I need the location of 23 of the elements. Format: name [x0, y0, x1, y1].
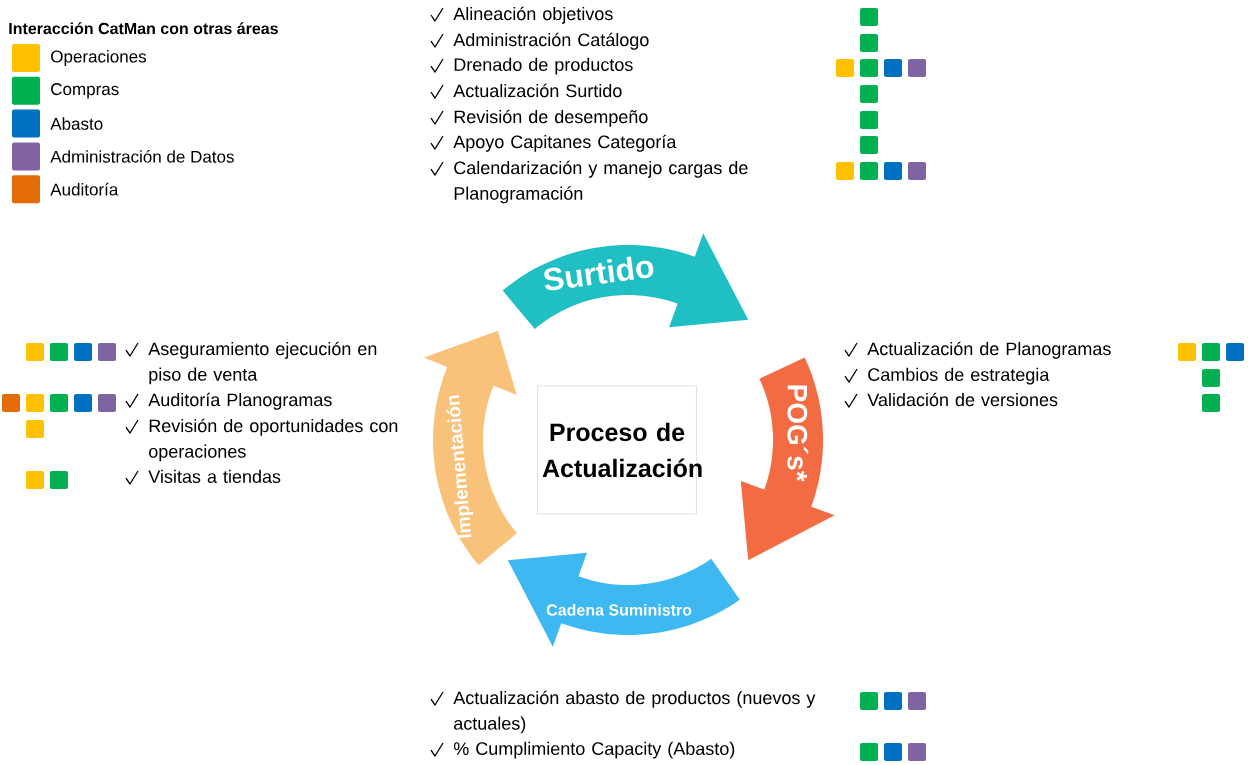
center-box: Proceso de Actualización — [537, 385, 702, 515]
list-item: % Cumplimiento Capacity (Abasto) — [453, 741, 735, 759]
list-item: Alineación objetivos — [453, 6, 613, 24]
list-item: Actualización de Planogramas — [867, 341, 1111, 359]
list-item: Calendarización y manejo cargas de Planogramación — [454, 160, 748, 204]
legend-label: Abasto — [50, 117, 103, 130]
legend-label: Administración de Datos — [50, 150, 234, 163]
list-item: Cambios de estrategia — [868, 367, 1050, 385]
list-item: Actualización abasto de productos (nuevos y actuales) — [453, 690, 816, 734]
list-item: Aseguramiento ejecución en piso de venta — [148, 341, 377, 385]
legend-label: Compras — [51, 83, 119, 99]
list-item: Revisión de oportunidades con operaciones — [149, 418, 398, 462]
list-item: Revisión de desempeño — [454, 109, 648, 127]
list-item: Administración Catálogo — [453, 32, 649, 50]
list-item: Visitas a tiendas — [148, 469, 281, 483]
list-item: Actualización Surtido — [453, 83, 622, 98]
legend-label: Auditoría — [50, 182, 119, 196]
legend-label: Operaciones — [51, 50, 147, 66]
list-item: Apoyo Capitanes Categoría — [453, 134, 677, 152]
list-item: Drenado de productos — [454, 57, 633, 75]
legend-title: Interacción CatMan con otras áreas — [9, 22, 278, 35]
list-item: Validación de versiones — [867, 392, 1058, 407]
list-item: Auditoría Planogramas — [148, 392, 332, 410]
